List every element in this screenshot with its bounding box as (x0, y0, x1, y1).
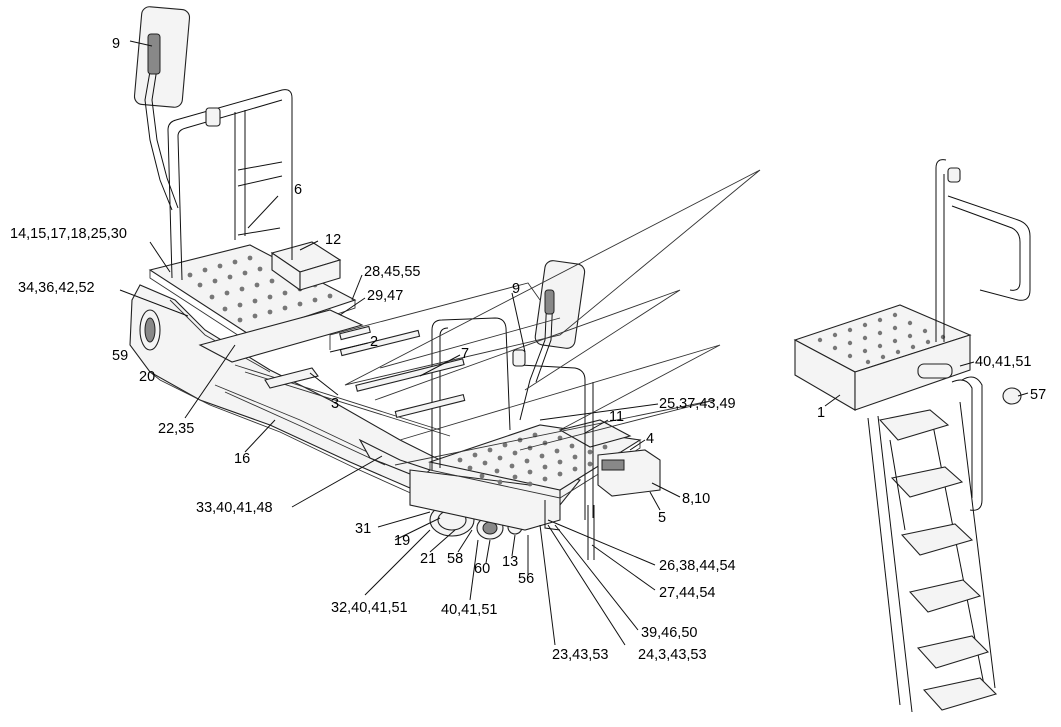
callout-32-40-41-51: 32,40,41,51 (331, 600, 408, 616)
callout-9-left: 9 (112, 36, 120, 52)
callout-4: 4 (646, 431, 654, 447)
callout-56: 56 (518, 571, 534, 587)
callout-7: 7 (461, 346, 469, 362)
callout-58: 58 (447, 551, 463, 567)
callout-20: 20 (139, 369, 155, 385)
callout-6: 6 (294, 182, 302, 198)
callout-13: 13 (502, 554, 518, 570)
callout-40-41-51-ladder: 40,41,51 (975, 354, 1031, 370)
exploded-fasteners (329, 169, 761, 466)
callout-19: 19 (394, 533, 410, 549)
callout-5: 5 (658, 510, 666, 526)
right-platform-perforations (457, 432, 623, 487)
ladder-steps (878, 409, 998, 711)
callout-3: 3 (331, 396, 339, 412)
callout-27-44-54: 27,44,54 (659, 585, 715, 601)
callout-23-43-53: 23,43,53 (552, 647, 608, 663)
box-top-perforations (817, 312, 946, 365)
callout-24-3-43-53: 24,3,43,53 (638, 647, 707, 663)
callout-9-right: 9 (512, 281, 520, 297)
callout-labels: 9 6 14,15,17,18,25,30 12 34,36,42,52 28,… (10, 36, 1046, 663)
callout-34-36-42-52: 34,36,42,52 (18, 280, 95, 296)
callout-39-46-50: 39,46,50 (641, 625, 697, 641)
callout-14-15-17-18-25-30: 14,15,17,18,25,30 (10, 226, 127, 242)
callout-2: 2 (370, 334, 378, 350)
callout-40-41-51-lower: 40,41,51 (441, 602, 497, 618)
callout-22-35: 22,35 (158, 421, 194, 437)
callout-1: 1 (817, 405, 825, 421)
leader-lines (119, 40, 1029, 646)
callout-11: 11 (609, 409, 624, 425)
callout-8-10: 8,10 (682, 491, 710, 507)
callout-60: 60 (474, 561, 490, 577)
callout-57: 57 (1030, 387, 1046, 403)
callout-26-38-44-54: 26,38,44,54 (659, 558, 736, 574)
step-ladder-assembly (793, 159, 1031, 713)
callout-31: 31 (355, 521, 371, 537)
callout-16: 16 (234, 451, 250, 467)
callout-25-37-43-49: 25,37,43,49 (659, 396, 736, 412)
bumper-assembly (129, 6, 661, 560)
callout-59: 59 (112, 348, 128, 364)
callout-29-47: 29,47 (367, 288, 403, 304)
callout-12: 12 (325, 232, 341, 248)
callout-21: 21 (420, 551, 436, 567)
callout-33-40-41-48: 33,40,41,48 (196, 500, 273, 516)
callout-28-45-55: 28,45,55 (364, 264, 420, 280)
